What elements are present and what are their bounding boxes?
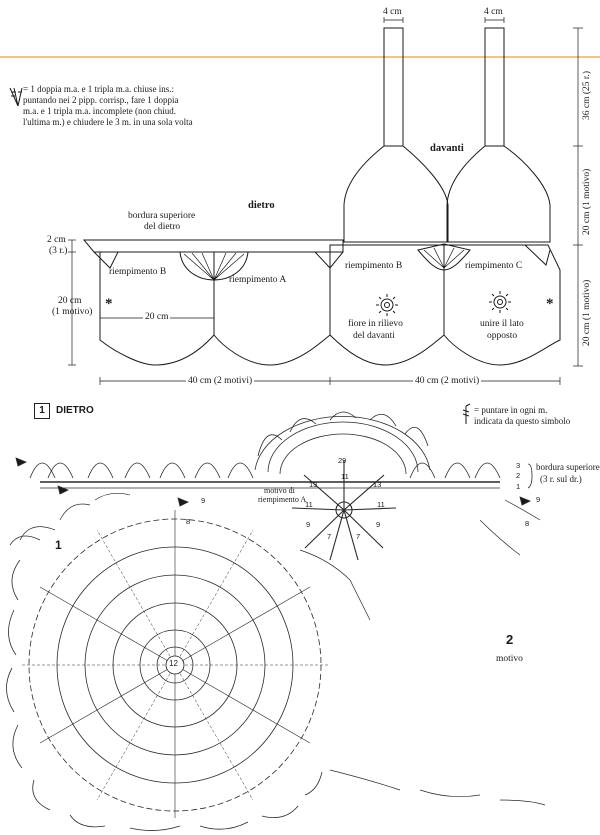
strap-right [484,27,505,147]
fan-num: 11 [341,472,349,481]
label-riemp-a: riempimento A [229,275,287,285]
row-number: 9 [201,496,206,505]
stitch-symbol [9,87,471,424]
label-bordura-2: del dietro [144,222,181,232]
strap-width-left: 4 cm [383,7,402,17]
label-2: 2 [506,632,514,647]
fan-num: 7 [327,532,332,541]
label-fiore-2: del davanti [353,331,395,341]
strap-height: 36 cm (25 r.) [582,70,592,120]
center-number: 12 [169,659,178,668]
puntare-legend: = puntare in ogni m. indicata da questo … [474,405,571,426]
row-number: 9 [536,495,541,504]
flower-right [493,295,507,309]
label-bordura-1: bordura superiore [128,211,196,221]
bordura-row: 3 [516,461,521,470]
motif-right-edge [299,549,371,621]
schematic-outline [82,27,561,366]
left-motif-h1: 20 cm [58,296,82,306]
motivo-di-1: motivo di [264,486,295,495]
label-unire-2: opposto [487,331,518,341]
bordura-label-2: (3 r. sul dr.) [540,474,582,484]
strap-width-right: 4 cm [484,7,503,17]
bowtie-c [417,243,471,271]
inner-width: 20 cm [143,312,171,323]
width-right: 40 cm (2 motivi) [413,376,482,387]
section-number: 1 [34,403,50,419]
left-border-h1: 2 cm [47,235,66,245]
label-dietro: dietro [248,200,275,211]
front-height: 20 cm (1 motivo) [582,168,592,235]
cup-right [446,145,551,243]
left-motif-h2: (1 motivo) [52,307,93,317]
label-motivo: motivo [496,654,523,664]
label-riemp-c: riempimento C [465,261,523,271]
motivo-di-2: riempimento A [258,495,307,504]
fan-num: 9 [306,520,311,529]
row-number: 8 [186,517,191,526]
back-border [82,239,344,253]
section-title: DIETRO [56,405,94,416]
bordura-row: 1 [516,482,521,491]
fan-num: 11 [305,500,313,509]
bottom-height: 20 cm (1 motivo) [582,279,592,346]
label-fiore-1: fiore in rilievo [348,319,403,329]
fan-num: 13 [309,480,318,489]
asterisk-left: * [105,296,113,312]
fan-num: 7 [356,532,361,541]
strap-left [383,27,404,147]
border-shells [29,462,501,479]
fan-num: 9 [376,520,381,529]
label-riemp-b1: riempimento B [109,267,167,277]
left-border-h2: (3 r.) [49,246,68,256]
bordura-label-1: bordura superiore [536,462,600,472]
cup-left [343,145,449,243]
star-a [291,460,397,561]
fan-num: 29 [338,456,347,465]
flower-left [380,298,394,312]
label-riemp-b2: riempimento B [345,261,403,271]
crochet-chart [6,411,546,831]
row-number: 8 [525,519,530,528]
bordura-row: 2 [516,471,521,480]
width-left: 40 cm (2 motivi) [186,376,255,387]
stitch-legend-text: = 1 doppia m.a. e 1 tripla m.a. chiuse i… [23,84,193,127]
motif-main [6,510,330,831]
label-davanti: davanti [430,143,464,154]
fan-num: 11 [377,500,385,509]
label-unire-1: unire il lato [480,319,524,329]
body-outline [99,244,561,366]
label-1: 1 [55,538,62,552]
fan-top [254,416,431,471]
asterisk-right: * [546,296,554,312]
fan-num: 13 [373,480,382,489]
